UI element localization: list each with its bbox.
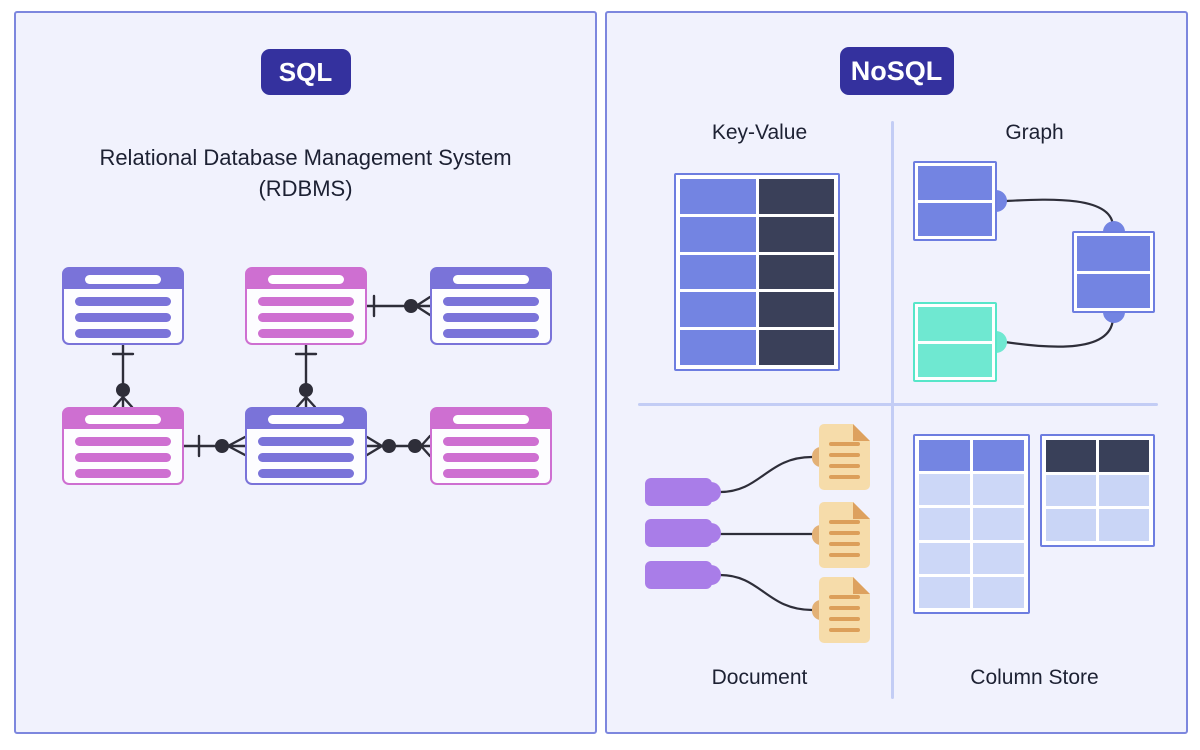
key-cell — [680, 330, 756, 365]
er-table-bottom-left — [62, 407, 184, 485]
label-graph: Graph — [1005, 121, 1064, 144]
field-bar — [75, 469, 171, 478]
table-title-pill — [453, 415, 529, 424]
field-bar — [75, 329, 171, 338]
graph-node-blue-left — [913, 161, 1007, 241]
er-relationship-lines — [111, 294, 432, 458]
field-bar — [443, 297, 539, 306]
header-cell — [1046, 440, 1096, 472]
value-cell — [758, 292, 834, 328]
field-bar — [75, 313, 171, 322]
rdbms-title: Relational Database Management System (R… — [16, 142, 595, 204]
value-cell — [758, 179, 834, 214]
header-cell — [1099, 440, 1149, 472]
er-table-header — [432, 269, 550, 289]
key-value-table — [674, 173, 840, 371]
er-table-bottom-right — [430, 407, 552, 485]
field-bar — [258, 313, 354, 322]
quadrant-divider-horizontal — [638, 403, 1158, 406]
table-title-pill — [85, 415, 161, 424]
field-bar — [75, 453, 171, 462]
key-cell — [680, 179, 756, 214]
field-bar — [258, 437, 354, 446]
rdbms-title-line2: (RDBMS) — [258, 176, 353, 201]
rdbms-title-line1: Relational Database Management System — [99, 145, 512, 170]
graph-node-teal — [913, 302, 1007, 382]
er-table-header — [247, 409, 365, 429]
field-bar — [443, 469, 539, 478]
field-bar — [443, 313, 539, 322]
sql-panel: SQL Relational Database Management Syste… — [14, 11, 597, 734]
er-table-bottom-center — [245, 407, 367, 485]
table-title-pill — [268, 415, 344, 424]
nosql-badge: NoSQL — [839, 47, 954, 95]
label-column-store: Column Store — [970, 666, 1099, 689]
field-bar — [443, 453, 539, 462]
value-cell — [758, 254, 834, 290]
quadrant-divider-vertical — [891, 121, 894, 699]
graph-edge-bottom — [1003, 315, 1115, 348]
field-bar — [443, 437, 539, 446]
graph-node-blue-right — [1072, 221, 1155, 323]
label-document: Document — [711, 666, 808, 689]
er-table-top-left — [62, 267, 184, 345]
field-bar — [258, 469, 354, 478]
key-pill-2 — [645, 519, 721, 547]
doc-link-3 — [718, 573, 814, 612]
doc-port-icon — [812, 525, 821, 545]
er-table-header — [247, 269, 365, 289]
key-cell — [680, 216, 756, 252]
column-store-table-main — [913, 434, 1030, 614]
key-cell — [680, 254, 756, 290]
doc-link-1 — [718, 455, 814, 494]
field-bar — [443, 329, 539, 338]
key-pill-1 — [645, 478, 721, 506]
document-icon-2 — [812, 502, 870, 568]
field-bar — [258, 453, 354, 462]
graph-edge-top — [1003, 198, 1115, 229]
column-store-table-secondary — [1040, 434, 1155, 547]
er-table-header — [64, 409, 182, 429]
er-table-header — [432, 409, 550, 429]
value-cell — [758, 216, 834, 252]
key-cell — [680, 292, 756, 328]
field-bar — [75, 297, 171, 306]
document-icon-3 — [812, 577, 870, 643]
table-title-pill — [85, 275, 161, 284]
nosql-panel: NoSQL Key-Value Graph Document Column St… — [605, 11, 1188, 734]
table-title-pill — [268, 275, 344, 284]
field-bar — [258, 329, 354, 338]
doc-port-icon — [812, 447, 821, 467]
label-key-value: Key-Value — [711, 121, 808, 144]
er-table-header — [64, 269, 182, 289]
field-bar — [258, 297, 354, 306]
field-bar — [75, 437, 171, 446]
key-pill-3 — [645, 561, 721, 589]
header-cell — [919, 440, 970, 472]
er-table-top-right — [430, 267, 552, 345]
sql-badge: SQL — [260, 49, 351, 95]
document-icon-1 — [812, 424, 870, 490]
header-cell — [973, 440, 1024, 472]
er-table-top-center — [245, 267, 367, 345]
value-cell — [758, 330, 834, 365]
table-title-pill — [453, 275, 529, 284]
doc-port-icon — [812, 600, 821, 620]
